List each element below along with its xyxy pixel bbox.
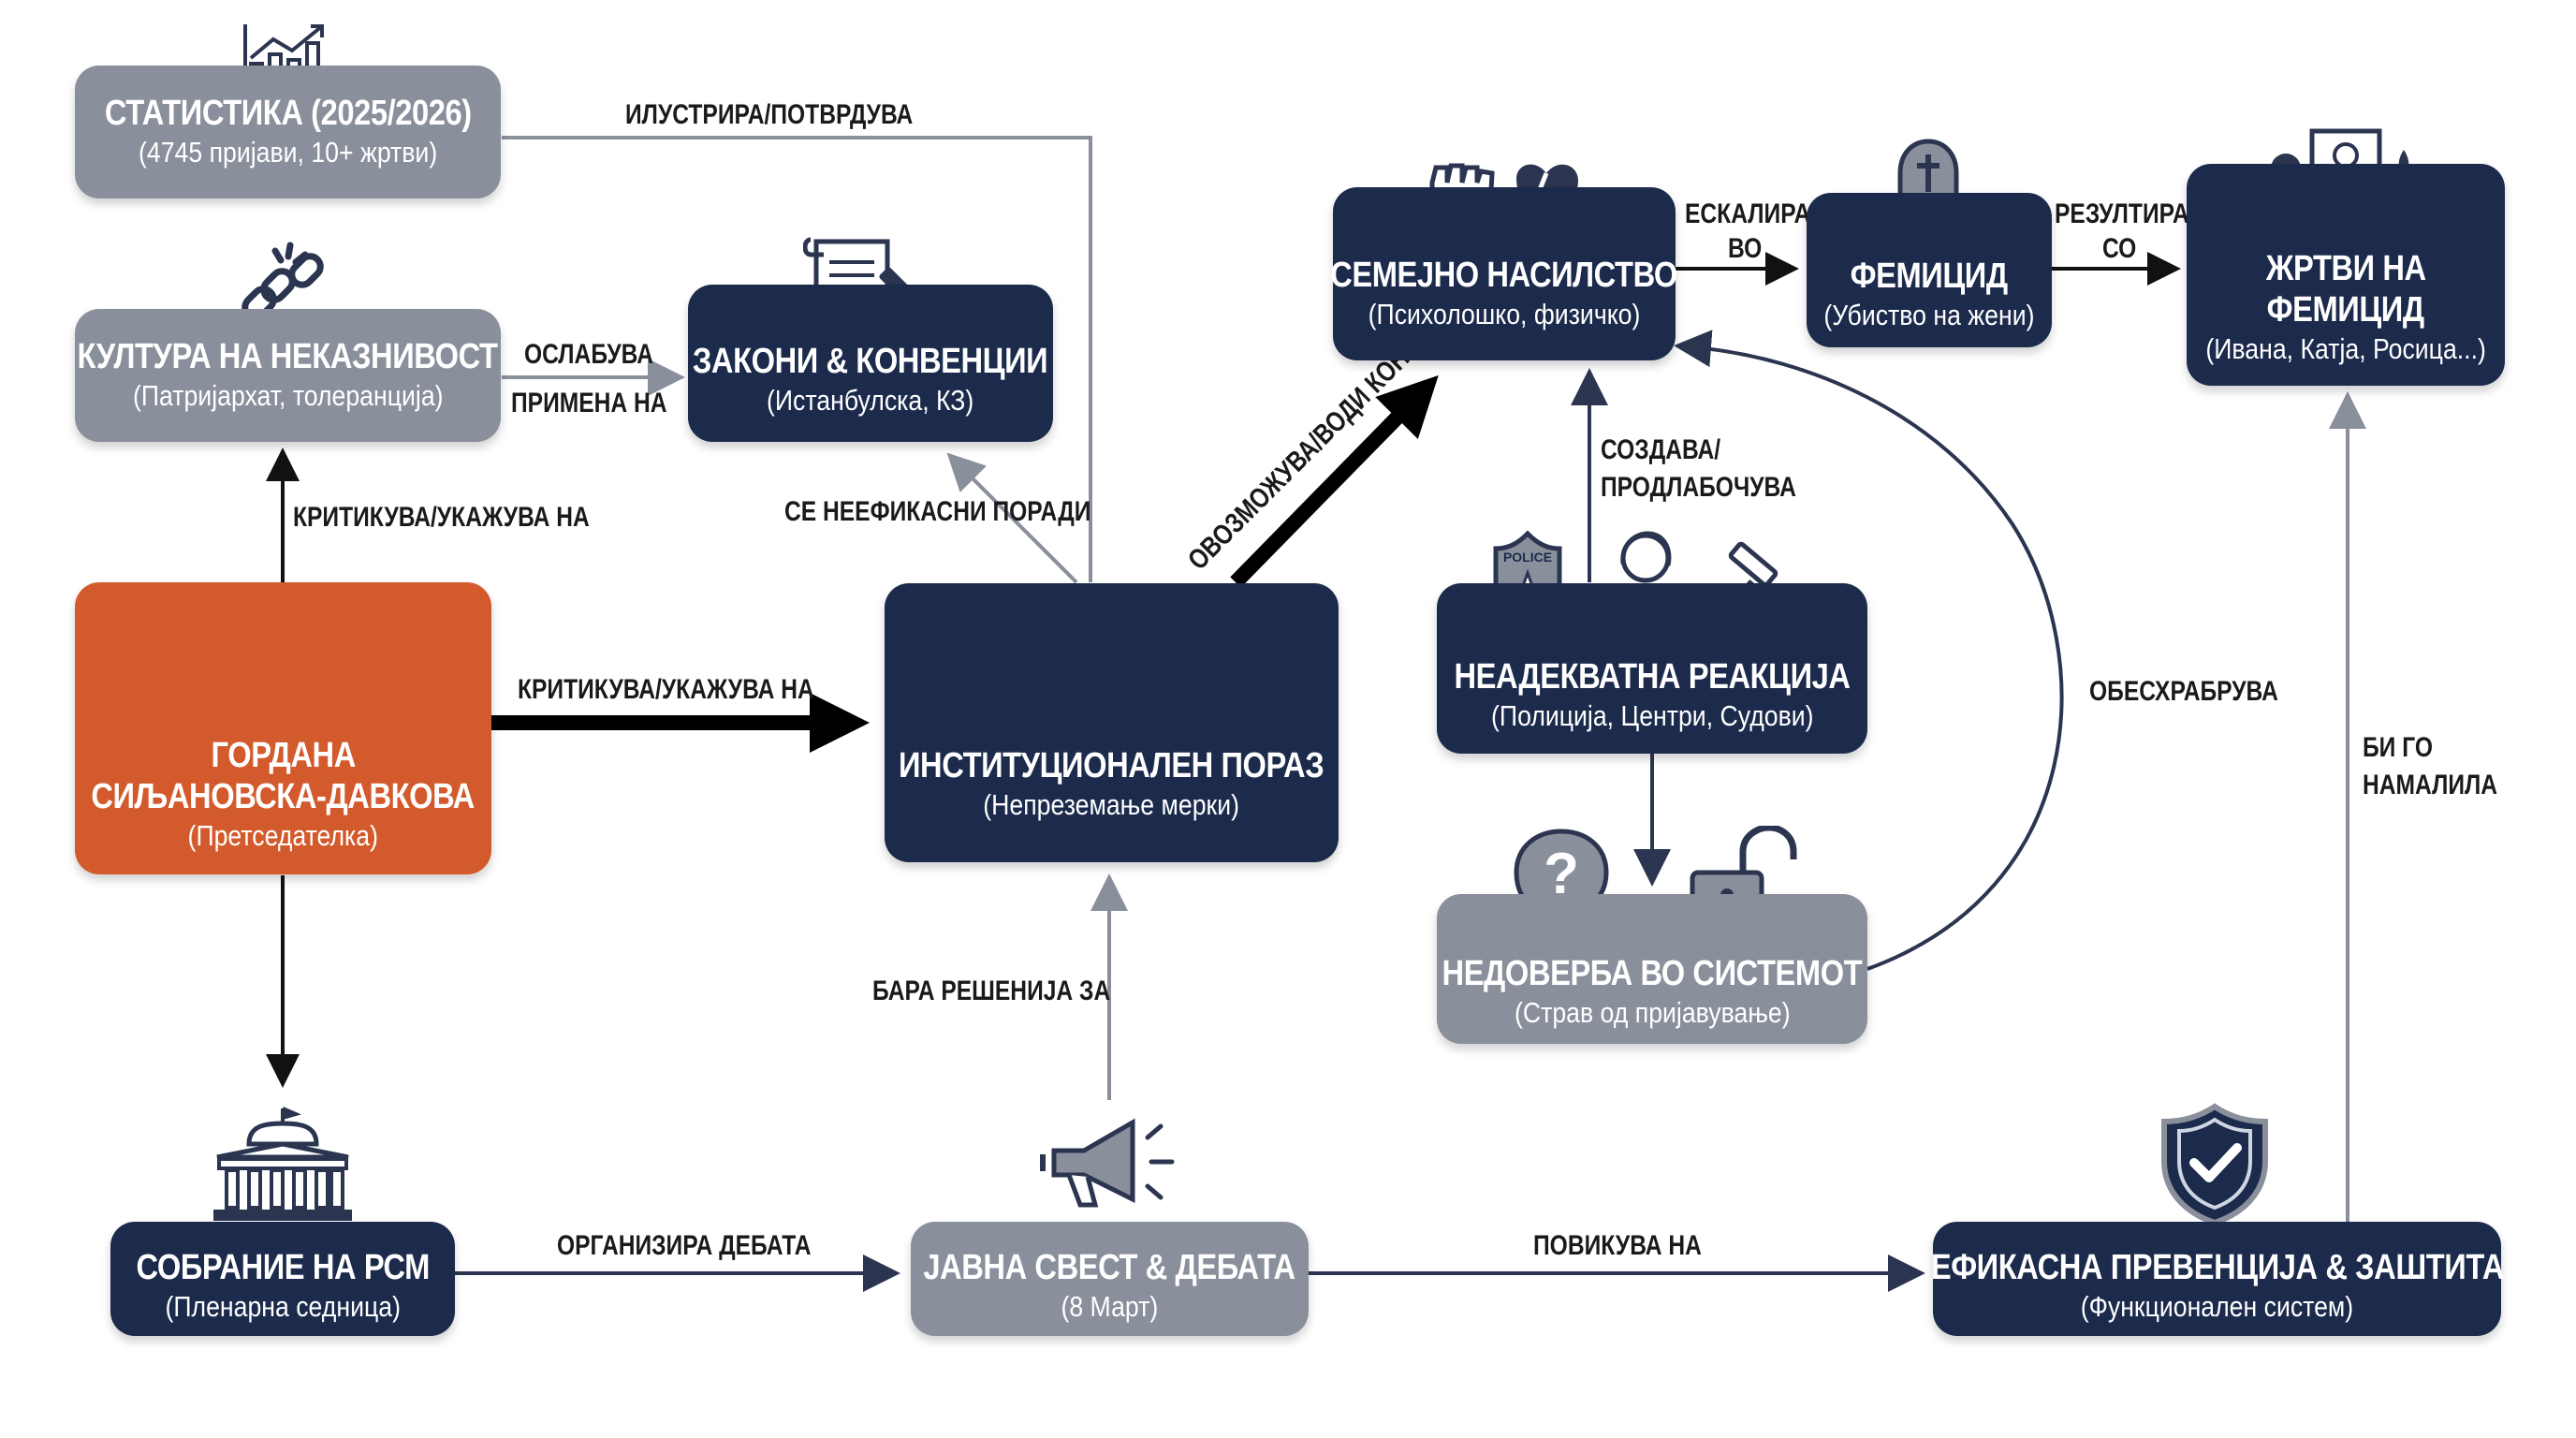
node-laws[interactable]: ЗАКОНИ & КОНВЕНЦИИ (Истанбулска, КЗ) — [688, 285, 1053, 442]
node-distrust-title: НЕДОВЕРБА ВО СИСТЕМОТ — [1442, 954, 1863, 993]
label-criticizes-culture: КРИТИКУВА/УКАЖУВА НА — [293, 502, 590, 533]
node-institutional-sub: (Непреземање мерки) — [983, 788, 1240, 821]
edge-ineffective — [946, 452, 1078, 584]
node-awareness-title: ЈАВНА СВЕСТ & ДЕБАТА — [923, 1248, 1296, 1287]
node-president-sub: (Претседателка) — [187, 819, 379, 852]
label-organizes: ОРГАНИЗИРА ДЕБАТА — [557, 1230, 812, 1261]
label-would-reduce-2: НАМАЛИЛА — [2363, 770, 2498, 800]
node-assembly-sub: (Пленарна седница) — [165, 1290, 401, 1323]
label-escalates-2: ВО — [1728, 233, 1763, 264]
node-assembly[interactable]: СОБРАНИЕ НА РСМ (Пленарна седница) — [110, 1222, 455, 1336]
node-prevention-sub: (Функционален систем) — [2080, 1290, 2354, 1323]
edge-illustrates — [502, 136, 1092, 582]
node-statistics-title: СТАТИСТИКА (2025/2026) — [104, 94, 472, 133]
megaphone-icon — [1040, 1118, 1175, 1208]
label-weakens-2: ПРИМЕНА НА — [511, 388, 667, 418]
node-laws-sub: (Истанбулска, КЗ) — [767, 384, 974, 417]
node-statistics[interactable]: СТАТИСТИКА (2025/2026) (4745 пријави, 10… — [75, 66, 501, 198]
label-would-reduce-1: БИ ГО — [2363, 732, 2433, 763]
node-femicide-title: ФЕМИЦИД — [1850, 256, 2009, 296]
parliament-building-icon — [213, 1107, 352, 1221]
label-demands: БАРА РЕШЕНИЈА ЗА — [872, 976, 1111, 1006]
node-president[interactable]: ГОРДАНА СИЉАНОВСКА-ДАВКОВА (Претседателк… — [75, 582, 491, 874]
node-femicide[interactable]: ФЕМИЦИД (Убиство на жени) — [1807, 193, 2052, 347]
shield-check-icon — [2161, 1103, 2268, 1225]
node-inadequate[interactable]: НЕАДЕКВАТНА РЕАКЦИЈА (Полиција, Центри, … — [1437, 583, 1867, 754]
node-victims-title-line2: ФЕМИЦИД — [2266, 289, 2425, 330]
node-president-title-line1: ГОРДАНА — [211, 736, 356, 775]
edge-enables — [1230, 374, 1439, 588]
node-violence-sub: (Психолошко, физичко) — [1368, 297, 1641, 330]
node-violence[interactable]: СЕМЕЈНО НАСИЛСТВО (Психолошко, физичко) — [1330, 187, 1678, 360]
label-criticizes-institutional: КРИТИКУВА/УКАЖУВА НА — [518, 674, 814, 705]
node-victims-title-line1: ЖРТВИ НА — [2265, 248, 2426, 288]
police-badge-text: POLICE — [1503, 550, 1552, 565]
node-violence-title: СЕМЕЈНО НАСИЛСТВО — [1330, 255, 1678, 295]
label-ineffective: СЕ НЕЕФИКАСНИ ПОРАДИ — [784, 496, 1091, 527]
node-statistics-sub: (4745 пријави, 10+ жртви) — [138, 136, 438, 169]
node-institutional[interactable]: ИНСТИТУЦИОНАЛЕН ПОРАЗ (Непреземање мерки… — [885, 583, 1339, 862]
label-escalates-1: ЕСКАЛИРА — [1685, 198, 1811, 229]
node-institutional-title: ИНСТИТУЦИОНАЛЕН ПОРАЗ — [899, 746, 1325, 785]
node-culture-title: КУЛТУРА НА НЕКАЗНИВОСТ — [78, 337, 498, 376]
label-discourages: ОБЕСХРАБРУВА — [2089, 676, 2278, 707]
label-weakens-1: ОСЛАБУВА — [524, 339, 653, 370]
node-laws-title: ЗАКОНИ & КОНВЕНЦИИ — [693, 342, 1048, 381]
label-calls-for: ПОВИКУВА НА — [1533, 1230, 1702, 1261]
node-prevention[interactable]: ЕФИКАСНА ПРЕВЕНЦИЈА & ЗАШТИТА (Функциона… — [1930, 1222, 2504, 1336]
node-distrust[interactable]: НЕДОВЕРБА ВО СИСТЕМОТ (Страв од пријавув… — [1437, 894, 1867, 1044]
node-inadequate-title: НЕАДЕКВАТНА РЕАКЦИЈА — [1454, 657, 1851, 697]
node-assembly-title: СОБРАНИЕ НА РСМ — [136, 1248, 430, 1287]
label-results-2: СО — [2102, 233, 2137, 264]
label-creates-1: СОЗДАВА/ — [1601, 434, 1721, 465]
node-distrust-sub: (Страв од пријавување) — [1514, 996, 1791, 1029]
edge-discourages — [1674, 330, 2064, 971]
label-illustrates: ИЛУСТРИРА/ПОТВРДУВА — [625, 99, 914, 130]
label-creates-2: ПРОДЛАБОЧУВА — [1601, 472, 1796, 503]
node-victims-sub: (Ивана, Катја, Росица...) — [2205, 331, 2486, 365]
label-results-1: РЕЗУЛТИРА — [2055, 198, 2189, 229]
node-culture[interactable]: КУЛТУРА НА НЕКАЗНИВОСТ (Патријархат, тол… — [75, 309, 501, 442]
node-awareness-sub: (8 Март) — [1061, 1290, 1159, 1323]
node-inadequate-sub: (Полиција, Центри, Судови) — [1490, 699, 1814, 732]
node-prevention-title: ЕФИКАСНА ПРЕВЕНЦИЈА & ЗАШТИТА — [1930, 1248, 2504, 1287]
node-president-title-line2: СИЉАНОВСКА-ДАВКОВА — [91, 777, 476, 816]
node-culture-sub: (Патријархат, толеранција) — [132, 379, 444, 412]
node-victims[interactable]: ЖРТВИ НА ФЕМИЦИД (Ивана, Катја, Росица..… — [2187, 164, 2505, 386]
node-awareness[interactable]: ЈАВНА СВЕСТ & ДЕБАТА (8 Март) — [911, 1222, 1309, 1336]
node-femicide-sub: (Убиство на жени) — [1823, 298, 2035, 331]
